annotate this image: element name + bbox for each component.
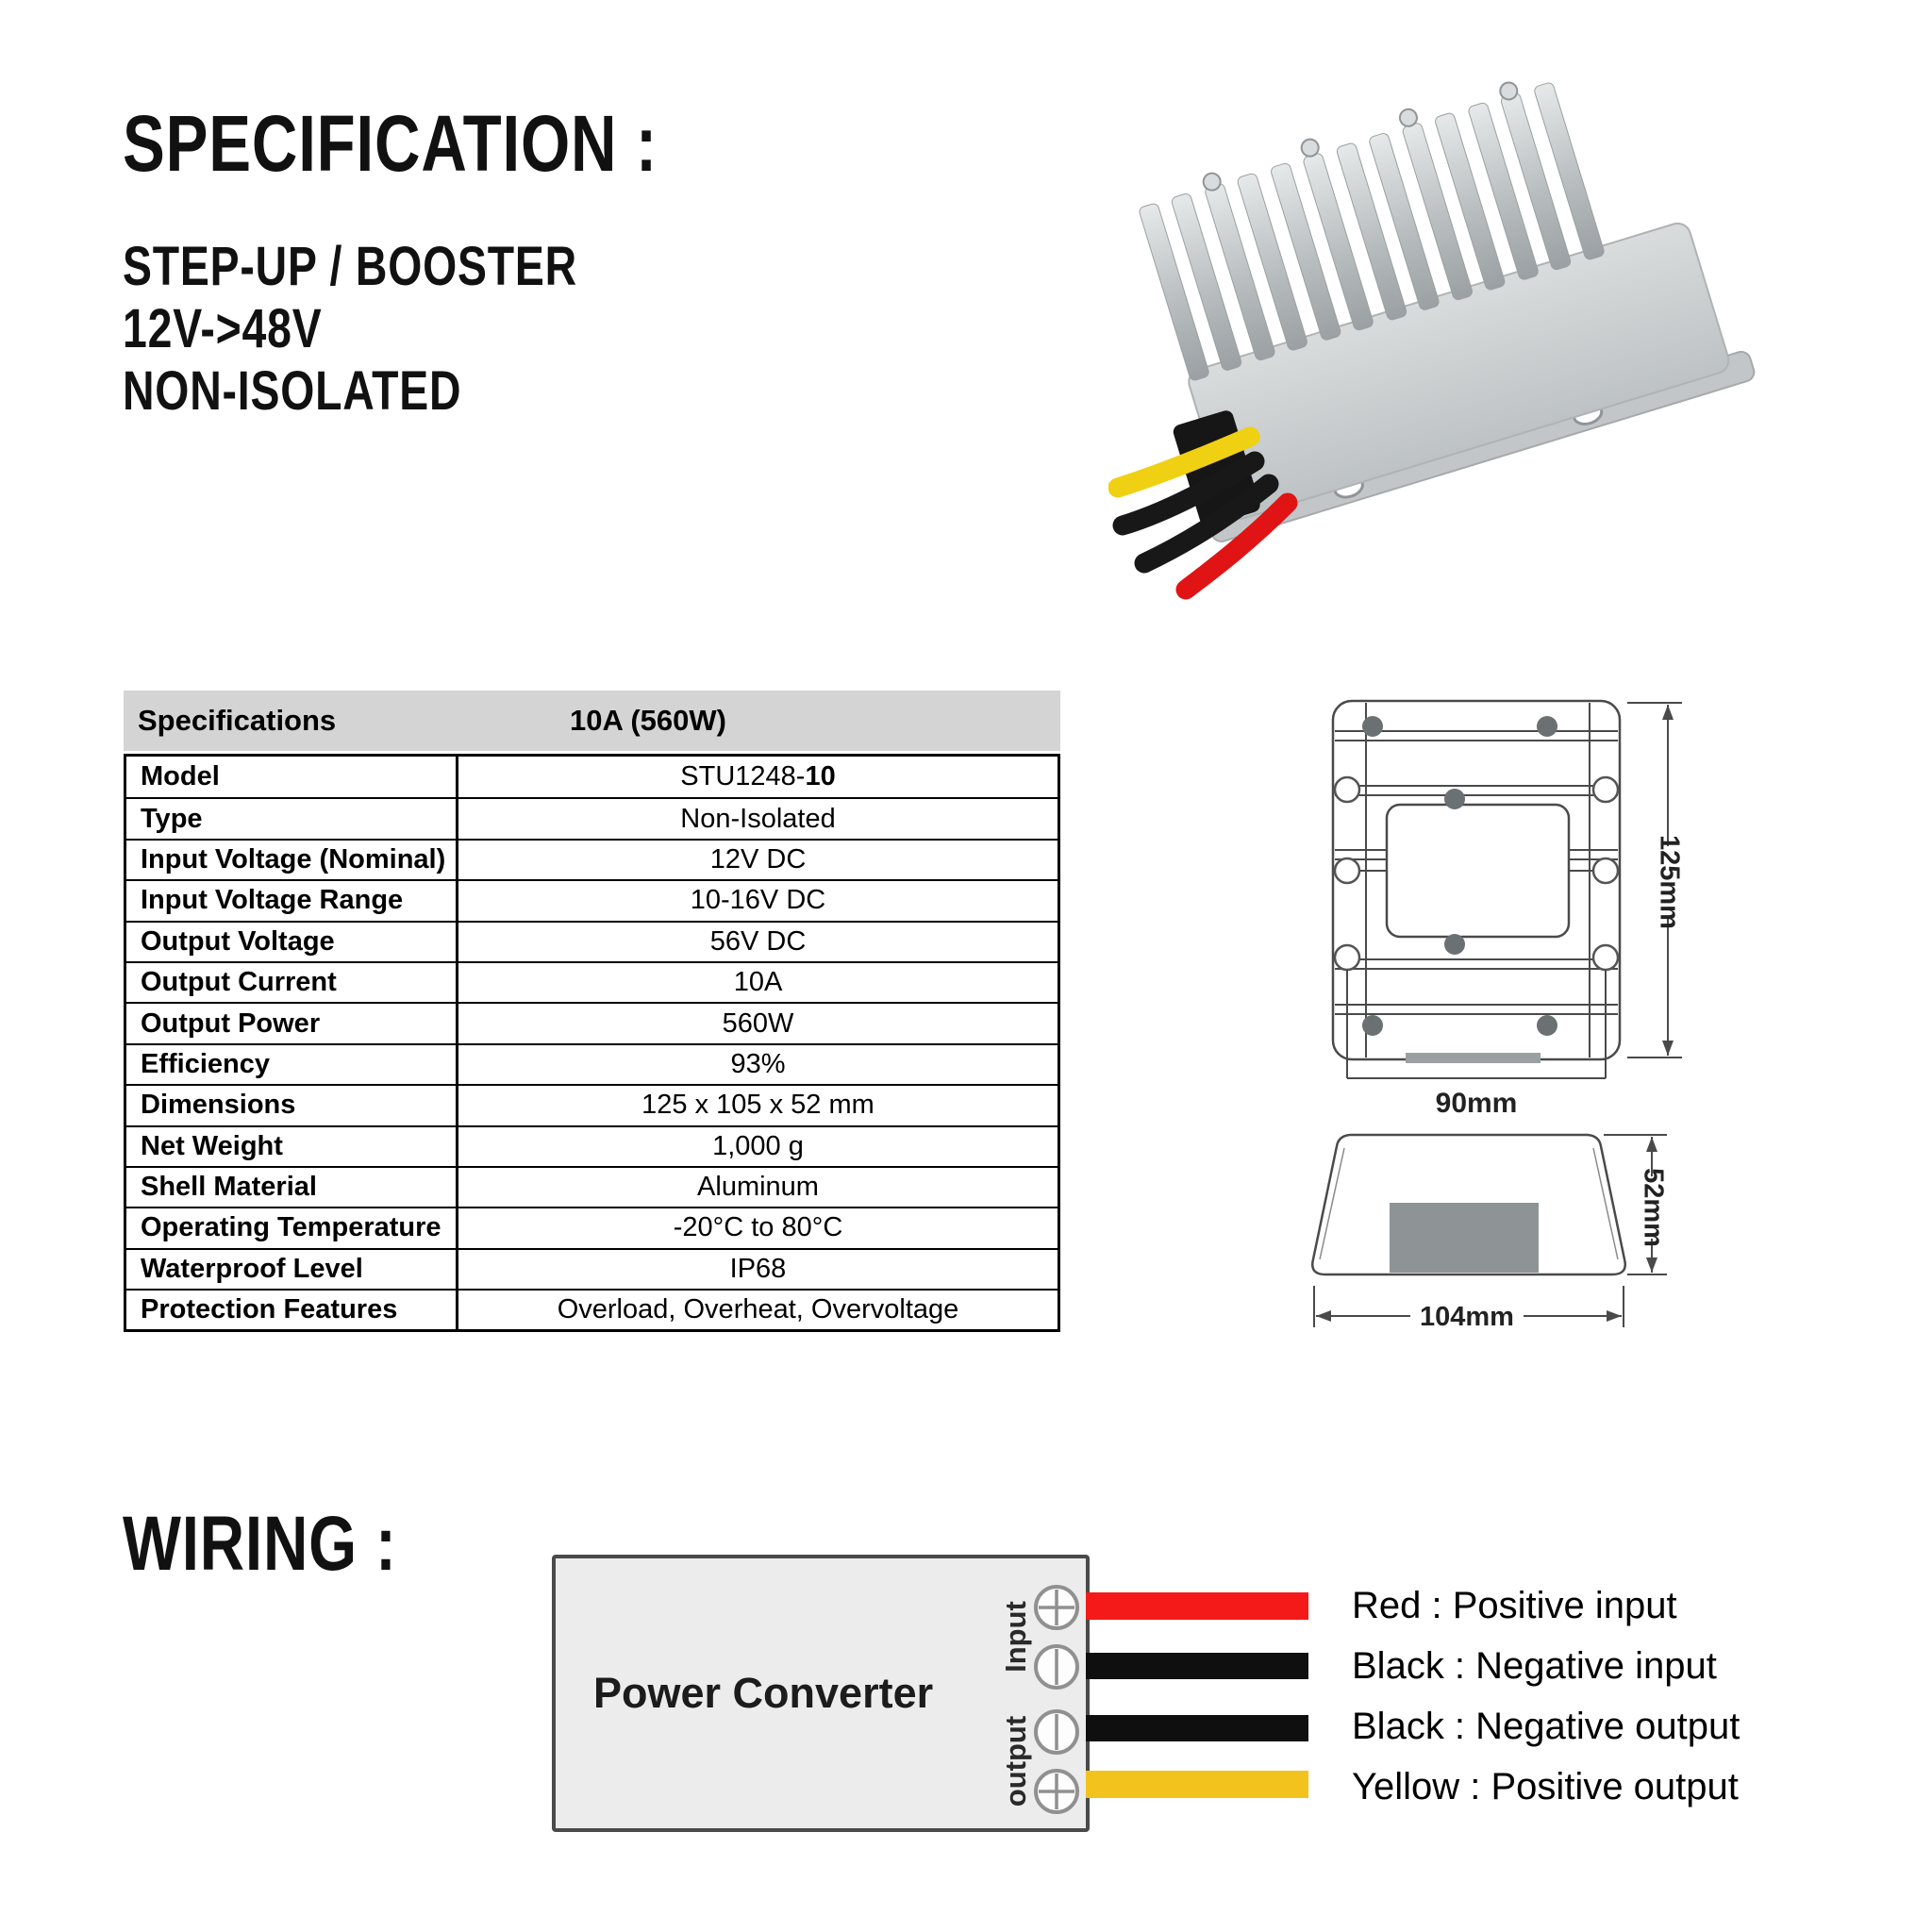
dimension-52mm-label: 52mm xyxy=(1638,1168,1668,1247)
table-row-protection-features: Protection Features Overload, Overheat, … xyxy=(126,1289,1058,1330)
mounting-holes xyxy=(1333,775,1620,972)
black-output-wire xyxy=(1086,1715,1308,1741)
photo-wires xyxy=(1108,426,1298,600)
black-wire xyxy=(1134,474,1279,574)
dimension-104mm: 104mm xyxy=(1313,1286,1624,1332)
connector-slot xyxy=(1406,1053,1541,1063)
table-row-waterproof-level: Waterproof Level IP68 xyxy=(126,1247,1058,1290)
input-terminals-label: Input xyxy=(999,1601,1032,1673)
spec-table-header-value: 10A (560W) xyxy=(570,704,726,737)
connector-block-side xyxy=(1390,1203,1539,1273)
dimension-125mm: 125mm xyxy=(1627,702,1684,1058)
black-wire xyxy=(1112,451,1265,536)
table-row-output-voltage: Output Voltage 56V DC xyxy=(126,920,1058,961)
screw-pins xyxy=(1202,81,1519,192)
red-input-wire xyxy=(1086,1592,1308,1620)
page-title: SPECIFICATION : xyxy=(123,104,791,183)
dimension-125mm-label: 125mm xyxy=(1654,835,1684,929)
yellow-wire xyxy=(1108,426,1260,498)
product-photo xyxy=(1108,81,1756,600)
spec-table: Specifications 10A (560W) Model STU1248-… xyxy=(124,691,1060,1333)
table-row-dimensions: Dimensions 125 x 105 x 52 mm xyxy=(126,1084,1058,1125)
red-wire xyxy=(1175,492,1298,600)
legend-black-input: Black : Negative input xyxy=(1352,1644,1717,1687)
table-row-net-weight: Net Weight 1,000 g xyxy=(126,1124,1058,1166)
wiring-heading-text: WIRING : xyxy=(123,1501,397,1587)
heatsink-body xyxy=(1139,81,1756,542)
table-row-type: Type Non-Isolated xyxy=(126,797,1058,839)
legend-black-output: Black : Negative output xyxy=(1352,1705,1740,1747)
fin-lines xyxy=(1335,730,1618,1015)
table-row-input-voltage-nominal: Input Voltage (Nominal) 12V DC xyxy=(126,838,1058,880)
screw-heads xyxy=(1362,716,1557,1036)
table-row-operating-temperature: Operating Temperature -20°C to 80°C xyxy=(126,1207,1058,1248)
table-row-output-current: Output Current 10A xyxy=(126,960,1058,1003)
dimension-90mm-label: 90mm xyxy=(1436,1088,1518,1119)
table-row-input-voltage-range: Input Voltage Range 10-16V DC xyxy=(126,879,1058,921)
table-row-shell-material: Shell Material Aluminum xyxy=(126,1165,1058,1208)
spec-heading-text: SPECIFICATION : xyxy=(123,99,658,188)
spec-table-header: Specifications 10A (560W) xyxy=(124,691,1060,751)
label-plate xyxy=(1385,803,1571,939)
table-row-model: Model STU1248-10 xyxy=(126,757,1058,798)
heatsink-fins xyxy=(1139,82,1605,381)
table-row-efficiency: Efficiency 93% xyxy=(126,1042,1058,1085)
top-view-drawing: 125mm 90mm xyxy=(1331,699,1684,1119)
screw-terminal-cross-icon xyxy=(1034,1585,1079,1630)
screw-terminal-slot-icon xyxy=(1034,1709,1079,1755)
subtitle-line-1: STEP-UP / BOOSTER xyxy=(123,236,577,297)
output-terminals-label: output xyxy=(999,1715,1032,1807)
subtitle-line-2: 12V->48V xyxy=(123,298,323,359)
dimension-52mm: 52mm xyxy=(1604,1134,1668,1275)
power-converter-label: Power Converter xyxy=(593,1669,934,1717)
subtitle-line-3: NON-ISOLATED xyxy=(123,360,462,422)
table-row-output-power: Output Power 560W xyxy=(126,1002,1058,1043)
wiring-heading: WIRING : xyxy=(123,1506,465,1583)
screw-terminal-cross-icon xyxy=(1034,1769,1079,1814)
yellow-output-wire xyxy=(1086,1771,1308,1798)
wire-legend: Red : Positive input Black : Negative in… xyxy=(1352,1575,1740,1817)
power-converter-box: Power Converter Input output xyxy=(552,1555,1090,1832)
product-subtitle: STEP-UP / BOOSTER 12V->48V NON-ISOLATED xyxy=(123,236,691,423)
side-view-drawing: 52mm 104mm xyxy=(1311,1133,1668,1332)
screw-terminal-slot-icon xyxy=(1034,1644,1079,1690)
legend-yellow-output: Yellow : Positive output xyxy=(1352,1765,1739,1807)
spec-table-body: Model STU1248-10 Type Non-Isolated Input… xyxy=(124,754,1060,1333)
dimension-104mm-label: 104mm xyxy=(1420,1302,1514,1332)
black-input-wire xyxy=(1086,1653,1308,1679)
dimension-90mm: 90mm xyxy=(1346,970,1607,1119)
spec-table-header-label: Specifications xyxy=(138,704,337,737)
legend-red-input: Red : Positive input xyxy=(1352,1584,1677,1626)
